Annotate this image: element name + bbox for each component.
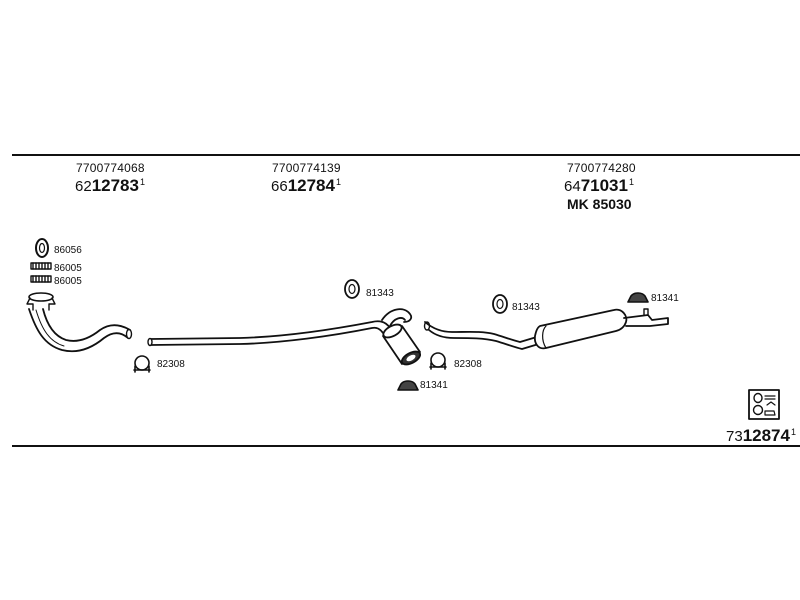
part-code-86005-a: 86005 — [54, 263, 82, 274]
bottom-rule — [12, 445, 800, 447]
part-number-front-pipe: 62127831 — [75, 176, 145, 195]
part-number-middle-silencer: 66127841 — [271, 176, 341, 195]
oem-number-middle-silencer: 7700774139 — [272, 161, 341, 175]
part-number-rear-silencer: 64710311 — [564, 176, 634, 195]
rear-pipe — [423, 321, 543, 350]
part-code-81341-b: 81341 — [651, 293, 679, 304]
hanger-bracket-icon — [627, 292, 649, 303]
intermediate-pipe — [147, 320, 391, 347]
part-code-86005-b: 86005 — [54, 276, 82, 287]
spring-icon — [30, 275, 52, 283]
kit-part-number: 73128741 — [726, 426, 796, 445]
gasket-ring-icon — [35, 238, 49, 258]
clamp-icon — [133, 355, 151, 373]
rubber-hanger-icon — [492, 294, 508, 314]
part-code-81341-a: 81341 — [420, 380, 448, 391]
oem-number-rear-silencer: 7700774280 — [567, 161, 636, 175]
mounting-kit-code: MK 85030 — [567, 196, 632, 212]
hanger-bracket-icon — [397, 380, 419, 391]
oem-number-front-pipe: 7700774068 — [76, 161, 145, 175]
rear-silencer — [533, 308, 669, 350]
front-pipe — [26, 292, 133, 353]
clamp-icon — [429, 352, 447, 370]
middle-silencer — [381, 308, 422, 366]
top-rule — [12, 154, 800, 156]
mounting-kit-box-icon — [748, 389, 780, 420]
part-code-81343-a: 81343 — [366, 288, 394, 299]
rubber-hanger-icon — [344, 279, 360, 299]
part-code-81343-b: 81343 — [512, 302, 540, 313]
part-code-86056: 86056 — [54, 245, 82, 256]
part-code-82308-a: 82308 — [157, 359, 185, 370]
part-code-82308-b: 82308 — [454, 359, 482, 370]
spring-icon — [30, 262, 52, 270]
